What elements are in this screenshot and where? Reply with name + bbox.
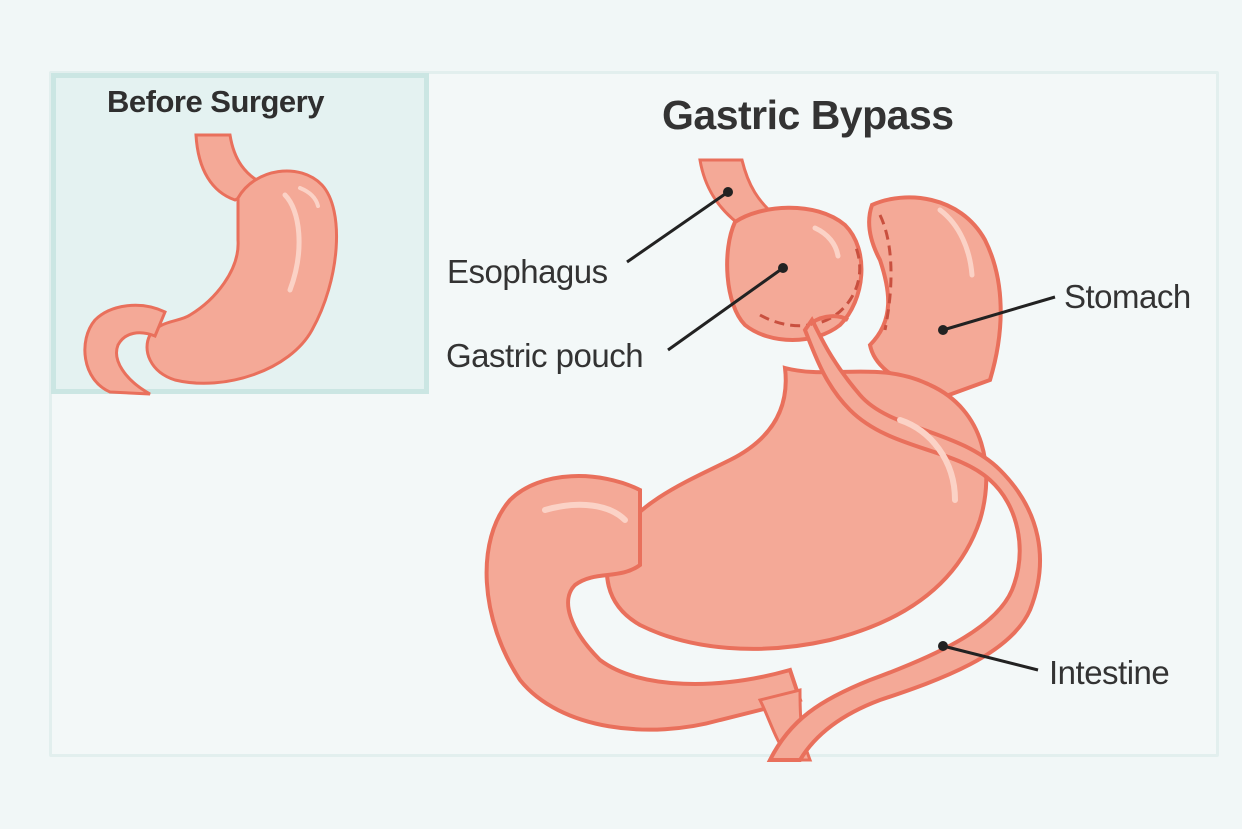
before-surgery-title: Before Surgery — [107, 84, 324, 119]
intestine-pointer-dot — [938, 641, 948, 651]
gastric-pouch-leader-line — [667, 266, 784, 352]
esophagus-label: Esophagus — [447, 253, 608, 290]
esophagus-pointer-dot — [723, 187, 733, 197]
stomach-label: Stomach — [1064, 278, 1191, 315]
gastric-bypass-title: Gastric Bypass — [662, 92, 954, 138]
stomach-pointer-dot — [938, 325, 948, 335]
before-surgery-stomach — [83, 133, 338, 396]
leader-lines — [626, 187, 1056, 672]
intestine-leader-line — [942, 644, 1039, 672]
bypass-anatomy — [484, 158, 1042, 762]
gastric-pouch-label: Gastric pouch — [446, 337, 644, 374]
intestine-label: Intestine — [1049, 654, 1170, 691]
gastric-pouch-pointer-dot — [778, 263, 788, 273]
stomach-leader-line — [942, 295, 1056, 332]
esophagus-leader-line — [626, 190, 729, 264]
